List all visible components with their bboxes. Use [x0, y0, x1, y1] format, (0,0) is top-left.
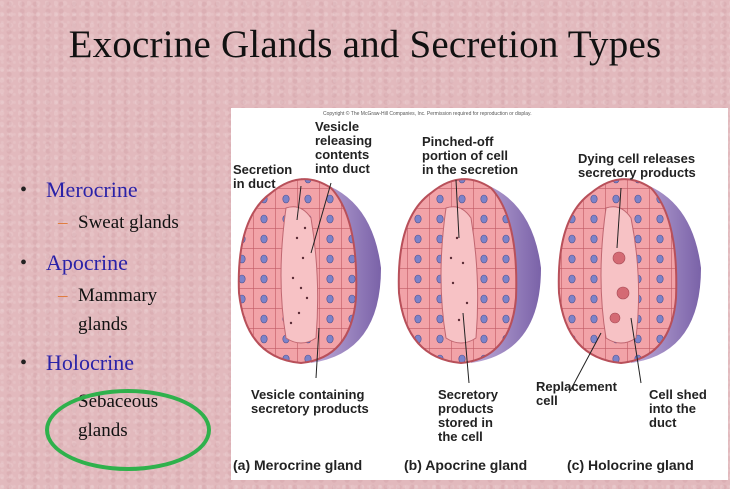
sub-bullet-label: glands: [78, 314, 128, 335]
highlight-ellipse: [45, 389, 211, 471]
dash-icon: –: [58, 212, 68, 233]
bullet-holocrine: • Holocrine: [18, 345, 228, 381]
gland-figure: Copyright © The McGraw-Hill Companies, I…: [231, 108, 728, 480]
label-vesicle-containing: Vesicle containing secretory products: [251, 387, 369, 416]
bullet-label: Apocrine: [46, 250, 128, 275]
leader-lines: [296, 179, 642, 394]
label-vesicle-releasing: Vesicle releasing contents into duct: [315, 119, 373, 176]
sub-bullet-label: Sweat glands: [78, 212, 179, 233]
bullet-merocrine: • Merocrine: [18, 172, 228, 208]
gland-illustrations: [237, 178, 701, 394]
bullet-label: Holocrine: [46, 350, 134, 375]
label-dying-cell: Dying cell releases secretory products: [578, 151, 696, 180]
holocrine-gland-illustration: [557, 178, 701, 365]
label-cell-shed: Cell shed into the duct: [649, 387, 707, 430]
bullet-dot-icon: •: [20, 252, 28, 274]
label-pinched-off-portion: Pinched-off portion of cell in the secre…: [422, 134, 519, 177]
bullet-dot-icon: •: [20, 179, 28, 201]
sub-bullet-label: Mammary: [78, 285, 158, 306]
copyright-notice: Copyright © The McGraw-Hill Companies, I…: [323, 111, 532, 117]
label-secretion-in-duct: Secretion in duct: [233, 162, 293, 191]
dash-icon: –: [58, 285, 68, 306]
sub-bullet-mammary-glands: –Mammary glands: [18, 281, 228, 339]
bullet-label: Merocrine: [46, 177, 138, 202]
caption-merocrine: (a) Merocrine gland: [233, 457, 363, 473]
slide-title: Exocrine Glands and Secretion Types: [68, 23, 662, 66]
sub-bullet-sweat-glands: –Sweat glands: [18, 208, 228, 237]
apocrine-gland-illustration: [397, 178, 541, 365]
caption-holocrine: (c) Holocrine gland: [567, 457, 694, 473]
bullet-apocrine: • Apocrine: [18, 245, 228, 281]
merocrine-gland-illustration: [237, 178, 381, 365]
label-secretory-products: Secretory products stored in the cell: [438, 387, 498, 444]
caption-apocrine: (b) Apocrine gland: [404, 457, 528, 473]
label-replacement-cell: Replacement cell: [536, 379, 617, 408]
bullet-dot-icon: •: [20, 352, 28, 374]
